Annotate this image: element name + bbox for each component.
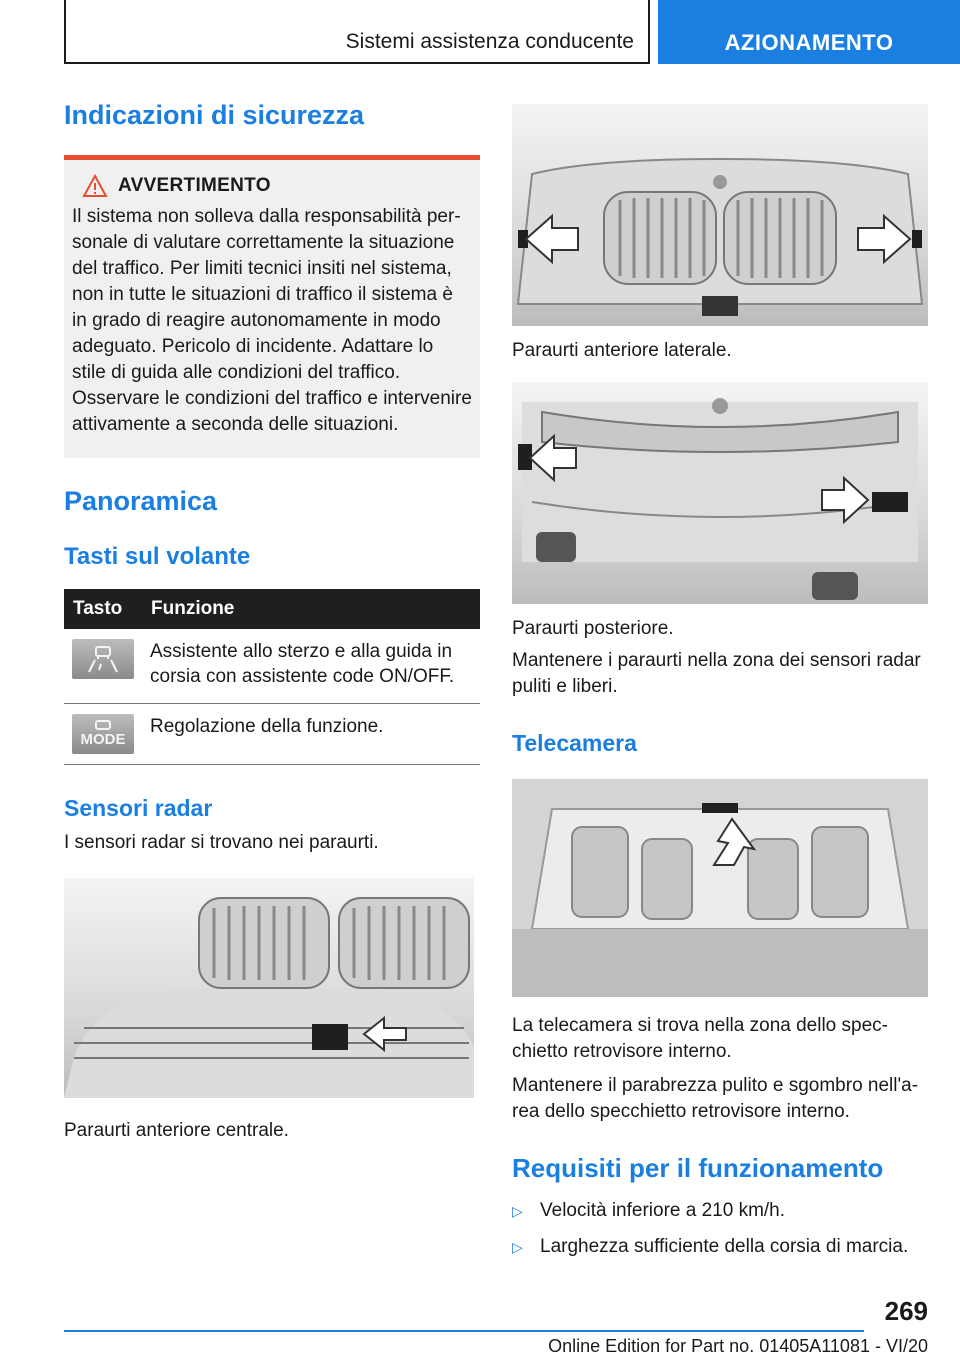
table-row: MODE Regolazione della funzione. [64,703,480,765]
lane-assist-button-icon [72,639,134,679]
rear-bumper-image [512,382,928,604]
overview-heading: Panoramica [64,486,218,516]
mode-button-icon: MODE [72,714,134,754]
requirement-text: Larghezza sufficiente della corsia di ma… [540,1236,909,1257]
warning-triangle-icon [82,174,108,197]
list-item: ▷ Larghezza sufficiente della corsia di … [512,1234,928,1260]
bullet-triangle-icon: ▷ [512,1239,523,1255]
bullet-triangle-icon: ▷ [512,1203,523,1219]
caption-rear: Paraurti posteriore. [512,618,674,639]
table-cell-function: Regolazione della funzione. [142,703,480,765]
caption-front-side: Paraurti anteriore laterale. [512,340,732,361]
table-cell-function: Assistente allo sterzo e alla guida in c… [142,629,480,704]
right-column: Paraurti anteriore laterale. Paraurti po… [512,104,928,1270]
front-bumper-center-image [64,878,474,1098]
page-header: Sistemi assistenza conducente AZIONAMENT… [64,0,960,66]
caption-front-center: Paraurti anteriore centrale. [64,1120,289,1141]
mode-button-label: MODE [80,731,126,748]
left-column: Indicazioni di sicurezza AVVERTIMENTO Il… [64,100,480,1144]
camera-heading: Telecamera [512,730,637,756]
section-title: Sistemi assistenza conducente [345,30,634,53]
warning-box: AVVERTIMENTO Il sistema non solleva dall… [64,155,480,458]
safety-heading: Indicazioni di sicurezza [64,100,365,130]
warning-label: AVVERTIMENTO [118,175,271,196]
table-header-function: Funzione [142,589,480,629]
footer-divider [64,1330,864,1332]
list-item: ▷ Velocità inferiore a 210 km/h. [512,1198,928,1224]
chapter-tab: AZIONAMENTO [658,0,960,64]
section-tab: Sistemi assistenza conducente [64,0,650,64]
buttons-table: Tasto Funzione [64,589,480,765]
footer-edition: Online Edition for Part no. 01405A11081 … [548,1336,928,1356]
table-row: Assistente allo sterzo e alla guida in c… [64,629,480,704]
requirement-text: Velocità inferiore a 210 km/h. [540,1200,786,1221]
camera-interior-image [512,779,928,997]
table-header-key: Tasto [64,589,142,629]
camera-note: Mantenere il parabrezza pulito e sgombro… [512,1075,919,1122]
front-bumper-side-image [512,104,928,326]
buttons-heading: Tasti sul volante [64,543,251,570]
chapter-title: AZIONAMENTO [724,30,894,55]
requirements-heading: Requisiti per il funzionamento [512,1153,884,1183]
radar-intro: I sensori radar si trovano nei paraurti. [64,832,379,853]
requirements-list: ▷ Velocità inferiore a 210 km/h. ▷ Largh… [512,1198,928,1260]
radar-heading: Sensori radar [64,795,213,821]
camera-location: La telecamera si trova nella zona dello … [512,1015,888,1062]
page-number: 269 [884,1296,928,1326]
warning-text: Il sistema non solleva dalla responsabil… [72,206,472,435]
rear-note: Mantenere i paraurti nella zona dei sens… [512,650,921,697]
